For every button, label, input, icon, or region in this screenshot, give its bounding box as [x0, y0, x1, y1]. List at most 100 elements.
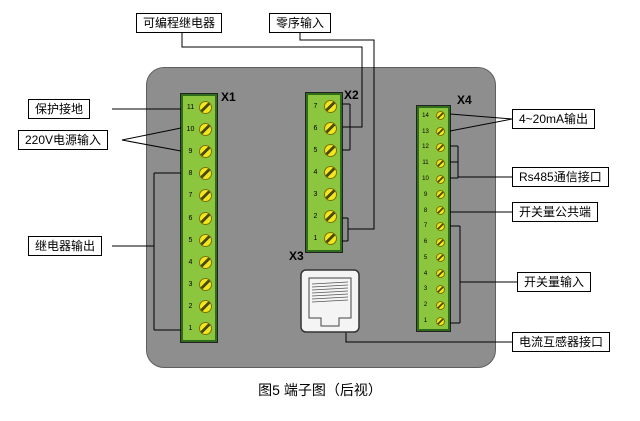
callout-switch-common: 开关量公共端: [512, 202, 599, 222]
terminal-row: 1: [419, 313, 448, 329]
terminal-row: 13: [419, 124, 448, 140]
terminal-screw-icon: [199, 300, 212, 314]
terminal-screw-icon: [436, 269, 445, 279]
terminal-screw-icon: [199, 322, 212, 336]
terminal-screw-icon: [436, 158, 445, 168]
terminal-screw-icon: [199, 167, 212, 181]
terminal-number: 12: [422, 144, 429, 151]
terminal-screw-icon: [324, 165, 337, 179]
terminal-block-x2: 7 6 5 4 3 2 1: [306, 93, 342, 252]
terminal-number: 7: [313, 102, 318, 110]
terminal-number: 7: [423, 223, 428, 230]
terminal-screw-icon: [324, 99, 337, 113]
callout-programmable-relay: 可编程继电器: [136, 13, 223, 33]
terminal-screw-icon: [436, 284, 445, 294]
terminal-number: 6: [313, 124, 318, 132]
terminal-block-x4: 14 13 12 11 10 9 8 7 6 5 4 3 2 1: [417, 106, 450, 331]
callout-switch-input: 开关量输入: [517, 272, 592, 292]
terminal-number: 14: [422, 112, 429, 119]
callout-4-20ma-output: 4~20mA输出: [512, 109, 596, 129]
terminal-row: 12: [419, 140, 448, 156]
callout-ct-interface: 电流互感器接口: [512, 332, 611, 352]
terminal-row: 11: [419, 155, 448, 171]
terminal-row: 7: [308, 95, 340, 117]
terminal-row: 10: [183, 118, 215, 140]
terminal-row: 9: [183, 140, 215, 162]
terminal-screw-icon: [324, 143, 337, 157]
terminal-number: 6: [423, 239, 428, 246]
terminal-screw-icon: [436, 206, 445, 216]
terminal-row: 2: [308, 206, 340, 228]
terminal-screw-icon: [324, 121, 337, 135]
terminal-number: 5: [313, 146, 318, 154]
callout-zero-sequence-input: 零序输入: [269, 13, 332, 33]
terminal-screw-icon: [199, 122, 212, 136]
terminal-screw-icon: [436, 253, 445, 263]
terminal-number: 10: [186, 125, 195, 133]
terminal-number: 3: [423, 286, 428, 293]
terminal-screw-icon: [199, 189, 212, 203]
terminal-screw-icon: [199, 144, 212, 158]
terminal-row: 10: [419, 171, 448, 187]
terminal-row: 7: [183, 185, 215, 207]
terminal-number: 2: [188, 303, 193, 311]
terminal-block-x1: 11 10 9 8 7 6 5 4 3 2 1: [181, 94, 217, 342]
terminal-row: 3: [419, 282, 448, 298]
callout-220v-power-input: 220V电源输入: [18, 130, 109, 150]
terminal-row: 6: [419, 234, 448, 250]
terminal-number: 4: [423, 270, 428, 277]
terminal-number: 3: [188, 281, 193, 289]
terminal-row: 8: [419, 203, 448, 219]
terminal-row: 11: [183, 96, 215, 118]
terminal-row: 4: [308, 161, 340, 183]
terminal-screw-icon: [199, 211, 212, 225]
terminal-screw-icon: [436, 127, 445, 137]
terminal-screw-icon: [324, 232, 337, 246]
terminal-number: 8: [188, 170, 193, 178]
terminal-screw-icon: [436, 174, 445, 184]
figure-caption: 图5 端子图（后视）: [258, 382, 382, 398]
terminal-screw-icon: [436, 142, 445, 152]
block-label-x4: X4: [457, 93, 472, 107]
terminal-screw-icon: [199, 233, 212, 247]
block-label-x3: X3: [289, 249, 304, 263]
terminal-number: 3: [313, 191, 318, 199]
terminal-row: 3: [183, 274, 215, 296]
terminal-row: 3: [308, 184, 340, 206]
terminal-row: 4: [183, 251, 215, 273]
terminal-screw-icon: [436, 316, 445, 326]
terminal-number: 9: [188, 147, 193, 155]
terminal-number: 2: [423, 302, 428, 309]
terminal-row: 5: [419, 250, 448, 266]
terminal-number: 13: [422, 128, 429, 135]
terminal-number: 1: [313, 235, 318, 243]
terminal-screw-icon: [436, 221, 445, 231]
terminal-row: 2: [419, 297, 448, 313]
block-label-x1: X1: [221, 90, 236, 104]
terminal-screw-icon: [436, 300, 445, 310]
terminal-row: 1: [183, 318, 215, 340]
terminal-number: 11: [422, 160, 429, 167]
callout-rs485-port: Rs485通信接口: [512, 167, 609, 187]
terminal-row: 9: [419, 187, 448, 203]
terminal-row: 7: [419, 218, 448, 234]
terminal-number: 1: [188, 325, 193, 333]
callout-relay-output: 继电器输出: [28, 236, 103, 256]
terminal-number: 9: [423, 191, 428, 198]
terminal-row: 5: [183, 229, 215, 251]
terminal-screw-icon: [436, 111, 445, 121]
terminal-screw-icon: [199, 278, 212, 292]
terminal-number: 4: [313, 168, 318, 176]
callout-protective-earth: 保护接地: [28, 99, 91, 119]
terminal-number: 2: [313, 213, 318, 221]
terminal-screw-icon: [199, 100, 212, 114]
terminal-number: 10: [422, 176, 429, 183]
terminal-row: 4: [419, 266, 448, 282]
terminal-row: 14: [419, 108, 448, 124]
terminal-screw-icon: [199, 255, 212, 269]
terminal-number: 1: [423, 318, 428, 325]
terminal-number: 8: [423, 207, 428, 214]
terminal-number: 7: [188, 192, 193, 200]
terminal-row: 6: [183, 207, 215, 229]
terminal-number: 5: [188, 236, 193, 244]
